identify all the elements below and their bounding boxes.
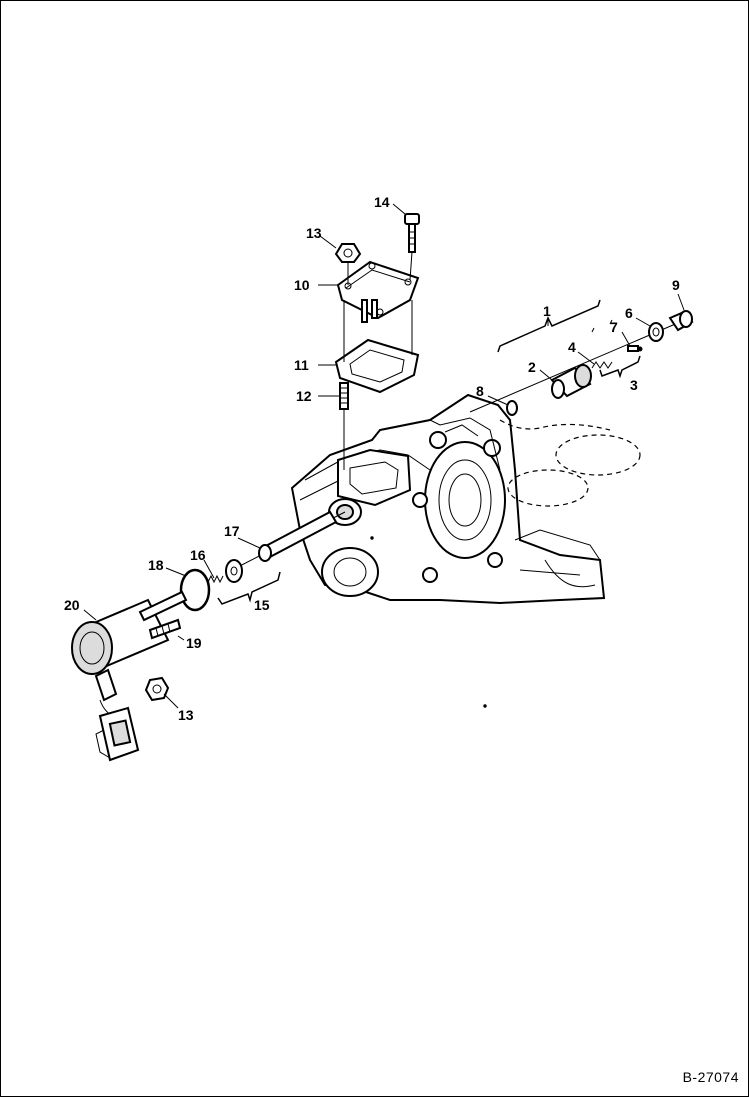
valve-assembly bbox=[469, 299, 694, 416]
callout-18: 18 bbox=[148, 557, 164, 573]
callout-17: 17 bbox=[224, 523, 240, 539]
callout-14: 14 bbox=[374, 194, 390, 210]
callout-8: 8 bbox=[476, 383, 484, 399]
callout-20: 20 bbox=[64, 597, 80, 613]
figure-reference-code: B-27074 bbox=[682, 1069, 739, 1085]
callout-4: 4 bbox=[568, 339, 576, 355]
callout-11: 11 bbox=[294, 357, 309, 373]
callout-7: 7 bbox=[610, 319, 618, 335]
actuator-assembly bbox=[71, 510, 346, 762]
callout-10: 10 bbox=[294, 277, 310, 293]
callout-6: 6 bbox=[625, 305, 633, 321]
callout-13-bottom: 13 bbox=[178, 707, 194, 723]
callout-19: 19 bbox=[186, 635, 202, 651]
cover-assembly bbox=[334, 213, 420, 470]
callout-3: 3 bbox=[630, 377, 638, 393]
callout-16: 16 bbox=[190, 547, 206, 563]
callout-12: 12 bbox=[296, 388, 312, 404]
callout-2: 2 bbox=[528, 359, 536, 375]
callout-1: 1 bbox=[543, 303, 551, 319]
callout-15: 15 bbox=[254, 597, 270, 613]
leader-lines bbox=[83, 203, 685, 641]
callout-9: 9 bbox=[672, 277, 680, 293]
callout-labels: 14 13 10 11 12 1 9 6 7 4 2 3 8 17 16 18 … bbox=[64, 194, 680, 723]
callout-13-top: 13 bbox=[306, 225, 322, 241]
engine-housing bbox=[290, 393, 641, 708]
